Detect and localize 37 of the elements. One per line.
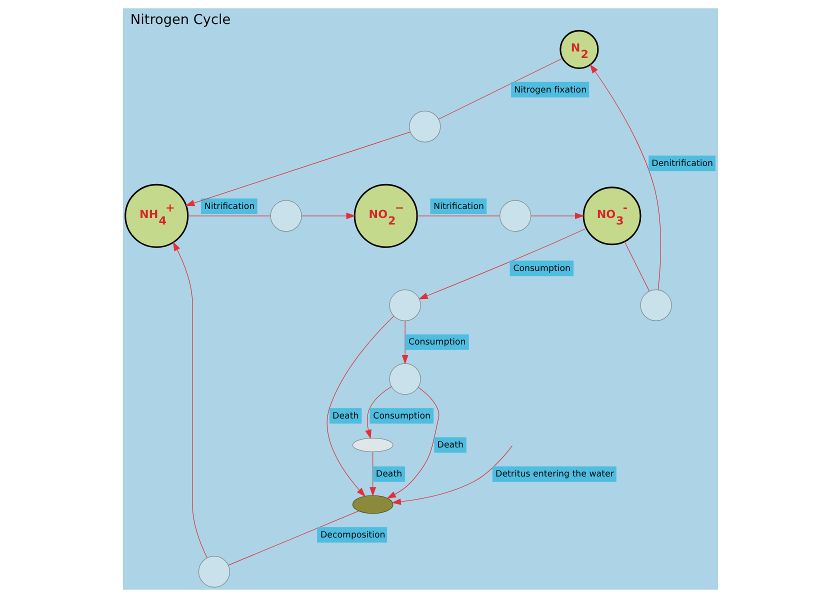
edge-label: Decomposition <box>320 530 385 540</box>
edge-label: Death <box>332 411 358 422</box>
connector <box>438 58 562 120</box>
arrow <box>391 445 512 505</box>
node-circle <box>499 200 531 232</box>
edge-label: Detritus entering the water <box>495 470 614 480</box>
arrow <box>401 320 408 364</box>
node-circle <box>388 363 420 395</box>
edge-label: Death <box>375 470 402 480</box>
edge-label: Consumption <box>408 338 466 348</box>
arrow <box>418 228 586 300</box>
edge-label: Consumption <box>372 411 430 422</box>
arrow <box>326 316 394 497</box>
edge-label: Nitrification <box>204 202 254 212</box>
node-circle <box>408 110 440 142</box>
connector <box>228 510 359 566</box>
arrow <box>300 212 356 220</box>
edge-label: Nitrogen fixation <box>514 85 586 96</box>
edge-label: Denitrification <box>651 159 713 170</box>
connector <box>624 241 650 292</box>
arrow <box>530 212 584 220</box>
diagram-title: Nitrogen Cycle <box>130 12 230 28</box>
arrow <box>386 387 439 499</box>
arrow <box>589 64 661 290</box>
node-circle <box>640 289 672 322</box>
edge-label: Consumption <box>512 264 570 274</box>
node-circle <box>198 556 230 588</box>
node-circle <box>270 200 302 232</box>
edge-label: Death <box>436 440 463 451</box>
node-ellipse <box>352 495 393 514</box>
node-circle <box>388 289 420 322</box>
node-ellipse <box>352 438 393 452</box>
arrow <box>184 132 410 206</box>
arrow <box>364 386 392 440</box>
arrow <box>172 242 207 558</box>
edge-label: Nitrification <box>433 202 484 212</box>
arrow <box>369 452 376 496</box>
